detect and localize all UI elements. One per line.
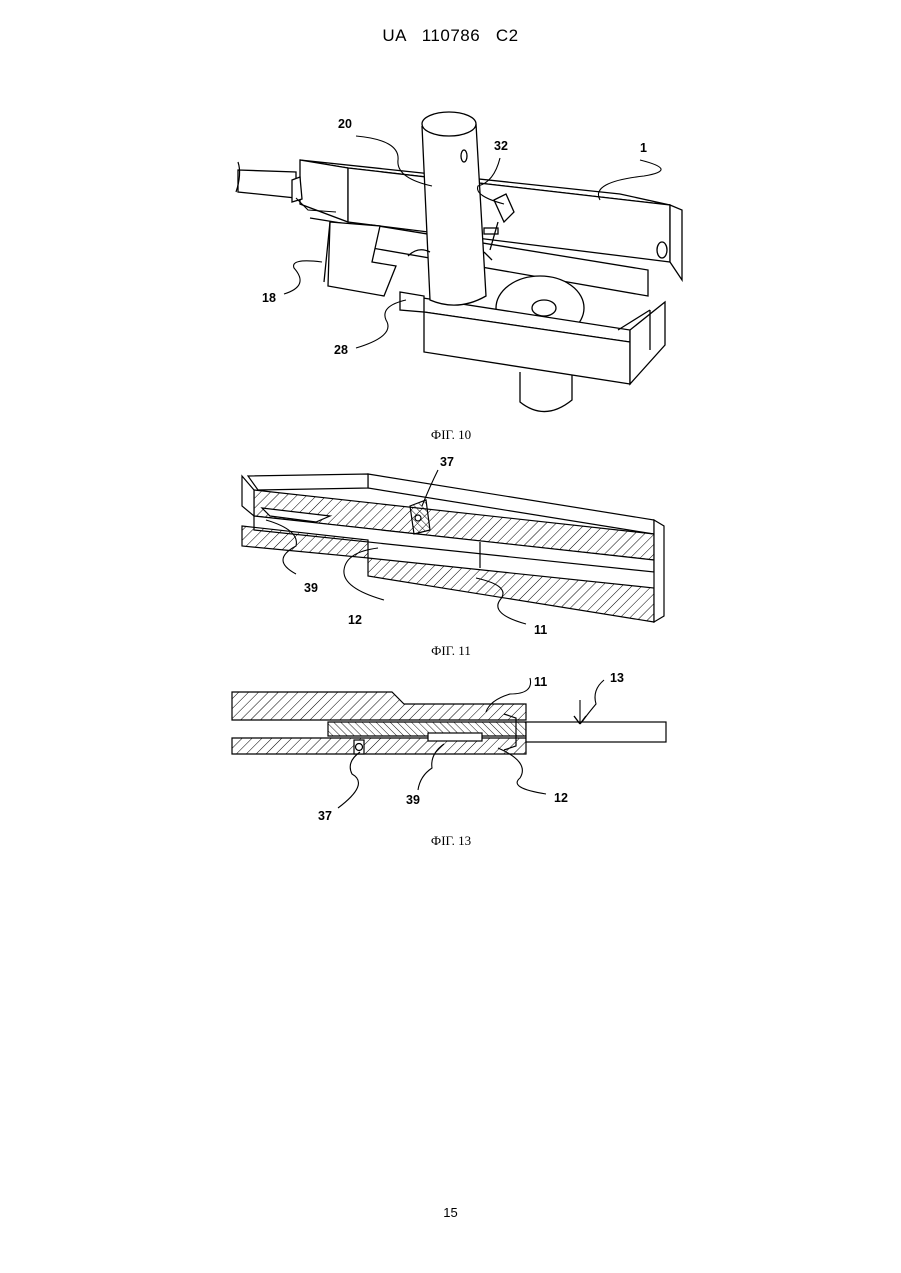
- figure-10-drawing: [236, 112, 682, 412]
- ref-label-12: 12: [554, 791, 568, 805]
- ref-label-18: 18: [262, 291, 276, 305]
- figure-caption: ФІГ. 10: [391, 427, 511, 443]
- ref-label-1: 1: [640, 141, 647, 155]
- insert-37: [410, 500, 430, 534]
- ref-label-11: 11: [534, 675, 547, 689]
- ref-label-28: 28: [334, 343, 348, 357]
- figure-caption: ФІГ. 13: [391, 833, 511, 849]
- figure-11-drawing: [242, 474, 664, 622]
- ref-label-39: 39: [406, 793, 420, 807]
- ref-label-37: 37: [318, 809, 332, 823]
- figure-caption: ФІГ. 11: [391, 643, 511, 659]
- page-number: 15: [0, 1205, 901, 1220]
- ref-label-32: 32: [494, 139, 508, 153]
- ref-label-11: 11: [534, 623, 547, 637]
- ref-label-39: 39: [304, 581, 318, 595]
- ref-label-12: 12: [348, 613, 362, 627]
- ref-label-37: 37: [440, 455, 454, 469]
- ref-label-13: 13: [610, 671, 624, 685]
- figure-13-drawing: [232, 692, 666, 754]
- guide-rod-left: [236, 162, 296, 198]
- ref-label-20: 20: [338, 117, 352, 131]
